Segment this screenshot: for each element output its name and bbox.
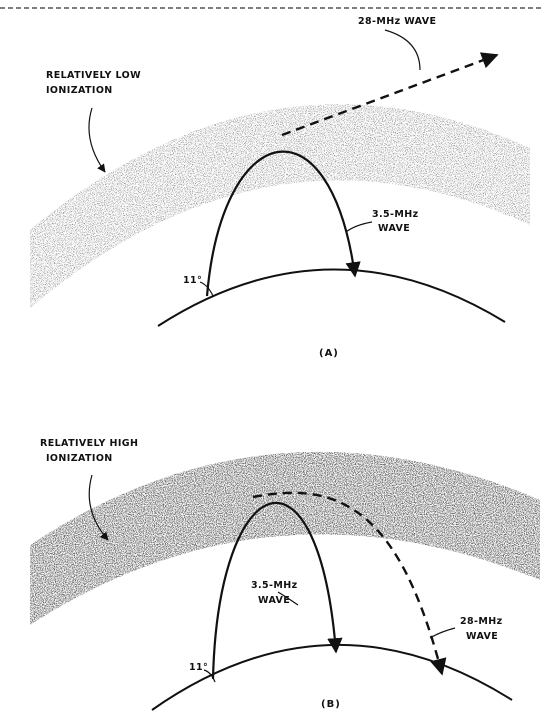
wave-28-mhz-path (281, 52, 499, 137)
wave-3-5-mhz-path (211, 501, 343, 680)
wave-28-mhz-path (252, 491, 447, 676)
label-28-mhz-wave: 28-MHz WAVE (358, 16, 436, 27)
panel-b: RELATIVELY HIGH IONIZATION 3.5-MHz WAVE … (30, 438, 540, 711)
label-35-mhz-line1: 3.5-MHz (372, 209, 419, 220)
ionization-layer-low (30, 104, 530, 308)
label-35-mhz-line2: WAVE (378, 223, 410, 234)
earth-surface (157, 268, 506, 327)
panel-caption-b: (B) (321, 699, 341, 710)
label-layer-line1: RELATIVELY HIGH (40, 438, 138, 449)
leader-line-28 (384, 29, 421, 71)
label-35-mhz-line2: WAVE (258, 595, 290, 606)
panel-a: RELATIVELY LOW IONIZATION 28-MHz WAVE 3.… (30, 16, 530, 359)
panel-caption-a: (A) (319, 348, 339, 359)
angle-label: 11° (189, 662, 208, 673)
leader-line-28 (429, 627, 456, 639)
ionization-layer-high (30, 451, 540, 625)
angle-arc (199, 281, 214, 297)
angle-arc (203, 669, 216, 683)
label-28-mhz-line2: WAVE (466, 631, 498, 642)
wave-3-5-mhz-path (205, 150, 361, 297)
label-layer-line2: IONIZATION (46, 453, 113, 464)
angle-label: 11° (183, 275, 202, 286)
label-28-mhz-line1: 28-MHz (460, 616, 503, 627)
leader-line-35 (345, 221, 373, 233)
leader-line-layer (88, 107, 106, 173)
label-layer-line1: RELATIVELY LOW (46, 70, 141, 81)
label-layer-line2: IONIZATION (46, 85, 113, 96)
label-35-mhz-line1: 3.5-MHz (251, 580, 298, 591)
leader-line-35 (277, 591, 299, 606)
leader-line-layer (88, 474, 109, 541)
